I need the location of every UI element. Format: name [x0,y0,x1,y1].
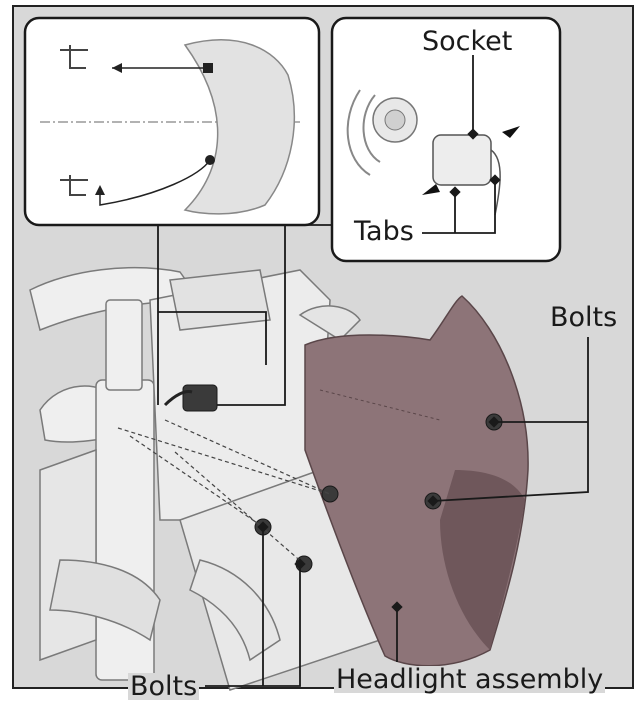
label-socket: Socket [420,28,514,55]
label-headlight-assembly: Headlight assembly [334,666,605,693]
label-bolts-bottom: Bolts [128,673,199,700]
inset-headlight-tabs [25,18,319,225]
bolt-left-upper [322,486,338,502]
label-bolts-right: Bolts [548,304,619,331]
label-tabs: Tabs [352,218,416,245]
